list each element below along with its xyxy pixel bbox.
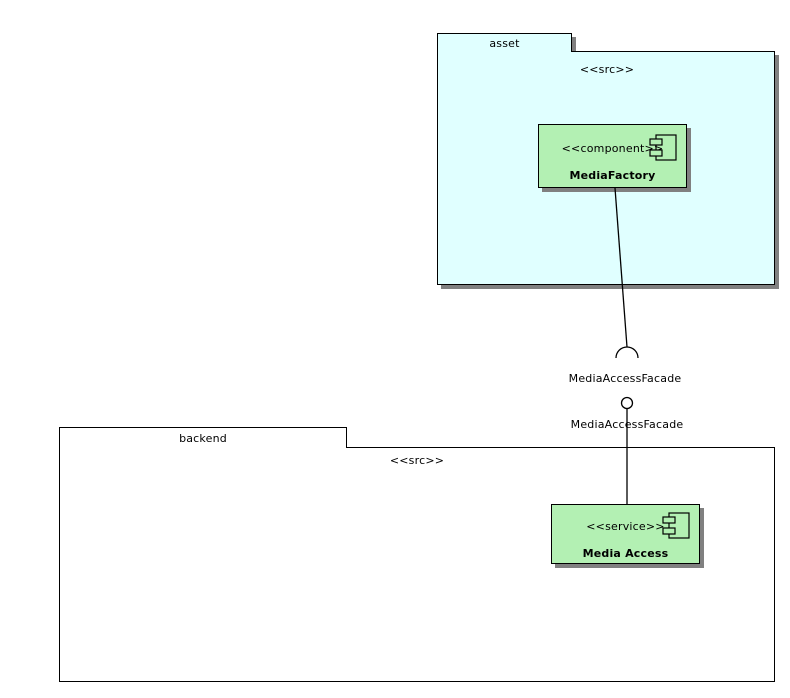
uml-component-icon — [660, 509, 694, 547]
component-media-factory-body[interactable]: <<component>> MediaFactory — [538, 124, 687, 188]
package-asset-stereotype: <<src>> — [579, 63, 635, 76]
package-backend-tab[interactable]: backend — [59, 427, 347, 448]
uml-component-icon — [647, 131, 681, 169]
component-media-access-name: Media Access — [582, 547, 669, 560]
package-backend-stereotype: <<src>> — [389, 454, 445, 467]
component-media-access-stereotype: <<service>> — [586, 520, 665, 533]
component-media-access-body[interactable]: <<service>> Media Access — [551, 504, 700, 564]
interface-label-provided: MediaAccessFacade — [570, 418, 684, 431]
package-asset-name: asset — [489, 36, 520, 50]
package-backend-name: backend — [179, 431, 227, 445]
package-asset-tab[interactable]: asset — [437, 33, 572, 52]
interface-label-required: MediaAccessFacade — [568, 372, 682, 385]
component-media-factory-stereotype: <<component>> — [561, 142, 664, 155]
socket-arc-icon — [615, 346, 639, 359]
component-media-factory-name: MediaFactory — [569, 169, 656, 182]
ball-circle-icon — [620, 396, 634, 410]
package-asset-tab-shadow — [571, 37, 576, 53]
